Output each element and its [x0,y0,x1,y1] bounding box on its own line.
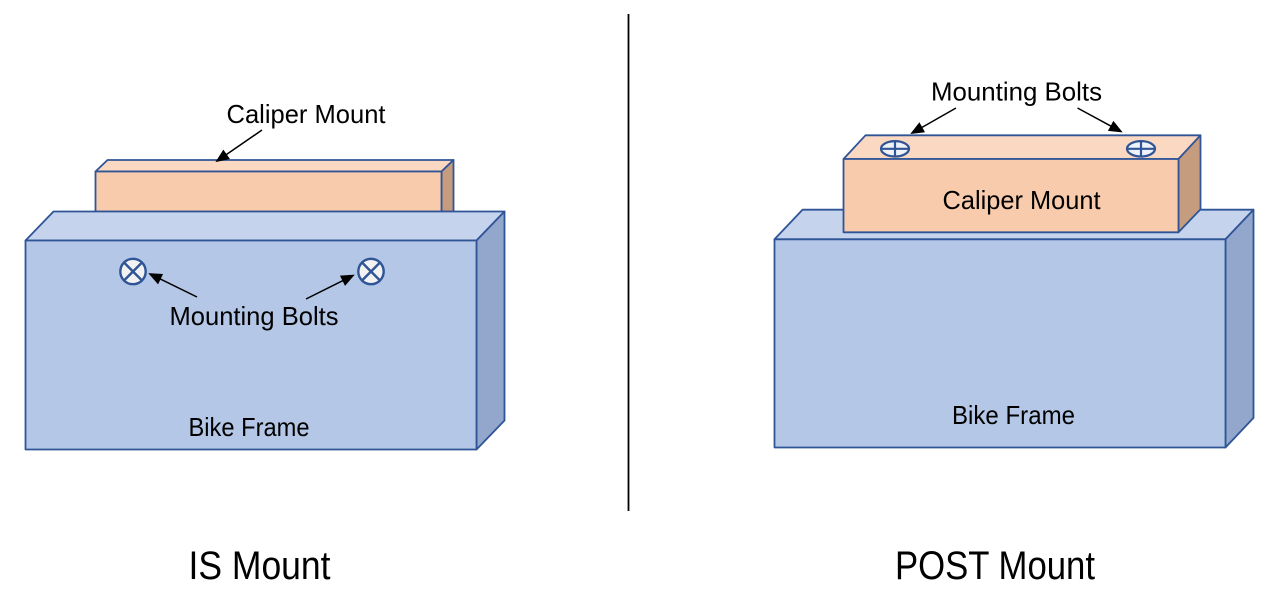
svg-text:Caliper Mount: Caliper Mount [227,99,387,129]
svg-text:POST Mount: POST Mount [895,544,1095,588]
svg-text:IS Mount: IS Mount [189,544,331,588]
svg-text:Mounting Bolts: Mounting Bolts [931,77,1102,107]
svg-text:Bike Frame: Bike Frame [189,412,310,442]
svg-text:Caliper Mount: Caliper Mount [943,185,1102,215]
svg-text:Mounting Bolts: Mounting Bolts [170,301,339,331]
svg-text:Bike Frame: Bike Frame [952,400,1075,430]
